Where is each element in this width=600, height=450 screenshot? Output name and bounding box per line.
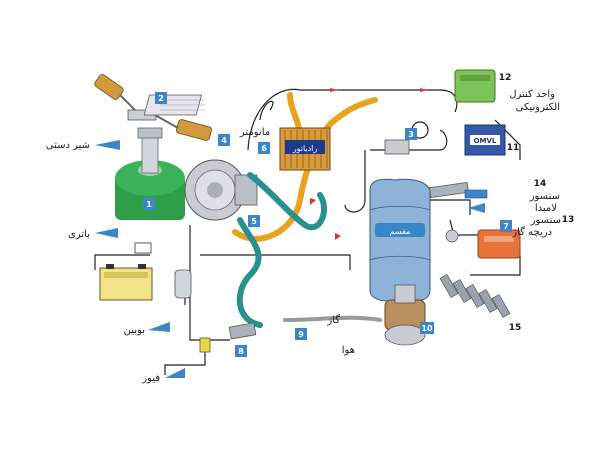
wire-battery <box>94 254 150 270</box>
label-lambda-1: سنسور <box>529 191 560 202</box>
label-manual-valve: شیر دستی <box>46 140 90 151</box>
ecu <box>454 69 496 103</box>
badge-14: 14 <box>534 179 547 189</box>
label-lambda-2: لامبدا <box>535 203 557 214</box>
orange-module <box>477 229 521 259</box>
hose-teal-lower <box>236 217 263 328</box>
wire-left <box>189 225 230 341</box>
badge-9: 9 <box>298 330 304 339</box>
lambda-sensor <box>429 181 488 199</box>
badge-5: 5 <box>251 217 257 226</box>
badge-9-bg <box>295 328 307 340</box>
badge-7-bg <box>500 220 512 232</box>
wire-lambda <box>430 199 471 215</box>
wire-mid <box>370 129 448 151</box>
badge-8-bg <box>235 345 247 357</box>
badge-1-bg <box>143 198 155 210</box>
label-manometer: مانومتر <box>239 127 270 138</box>
badge-4-bg <box>218 134 230 146</box>
badge-5-bg <box>248 215 260 227</box>
badge-1: 1 <box>146 200 152 209</box>
hose-gas <box>283 315 382 322</box>
fuse-component <box>199 337 211 353</box>
relay <box>134 242 152 254</box>
label-fuse: فیوز <box>141 373 160 384</box>
omvl-unit: OMVL <box>464 124 506 156</box>
label-throttle-2: دریچه گاز <box>511 226 552 238</box>
wire-drop <box>344 150 366 213</box>
filter-box <box>143 94 205 116</box>
radiator: رادیاتور <box>279 127 331 171</box>
label-battery: باتری <box>68 229 90 240</box>
badge-11: 11 <box>507 143 520 153</box>
coil <box>174 269 192 299</box>
radiator-label: رادیاتور <box>292 144 318 153</box>
badge-6-bg <box>258 142 270 154</box>
badge-8: 8 <box>238 347 244 356</box>
label-ecu-1: واحد کنترل <box>509 89 555 100</box>
text-labels: شیر دستی باتری بوبین فیوز گاز هوا مانومت… <box>46 89 561 384</box>
gas-tank <box>115 127 185 220</box>
label-throttle-1: سنسور <box>530 215 561 226</box>
wire-fuse <box>164 340 206 375</box>
badge-2-bg <box>155 92 167 104</box>
regulator <box>184 159 258 221</box>
injectors <box>439 274 511 318</box>
wire-horizontal <box>200 254 351 270</box>
callouts <box>95 140 485 378</box>
throttle-sensor <box>445 229 459 243</box>
manifold-label: مقسم <box>390 227 411 236</box>
label-air: هوا <box>342 345 355 356</box>
hose-teal-mid <box>247 172 327 231</box>
label-coil: بوبین <box>124 325 145 336</box>
badge-4: 4 <box>221 136 227 145</box>
label-gas: گاز <box>326 314 340 326</box>
badge-13: 13 <box>562 215 575 225</box>
badge-12: 12 <box>499 73 512 83</box>
badge-15: 15 <box>509 323 522 333</box>
battery <box>99 264 153 301</box>
badge-3-bg <box>405 128 417 140</box>
number-badges: 1 2 3 4 5 6 7 8 9 10 11 12 13 14 15 <box>143 73 574 357</box>
wire-top <box>247 88 458 151</box>
mixer <box>384 284 426 346</box>
badge-10-bg <box>420 322 434 334</box>
manifold: مقسم <box>369 178 431 302</box>
omvl-label: OMVL <box>474 137 497 145</box>
badge-7: 7 <box>503 222 509 231</box>
flow-arrows <box>310 88 428 240</box>
badge-10: 10 <box>421 324 433 333</box>
badge-3: 3 <box>408 130 414 139</box>
badge-2: 2 <box>158 94 164 103</box>
label-ecu-2: الکترونیکی <box>516 102 560 113</box>
wire-loop <box>259 100 274 121</box>
wire-ecu-bottom <box>470 255 521 276</box>
badge-6: 6 <box>261 144 267 153</box>
solenoid-valve <box>384 121 429 155</box>
switch-component <box>228 322 257 340</box>
